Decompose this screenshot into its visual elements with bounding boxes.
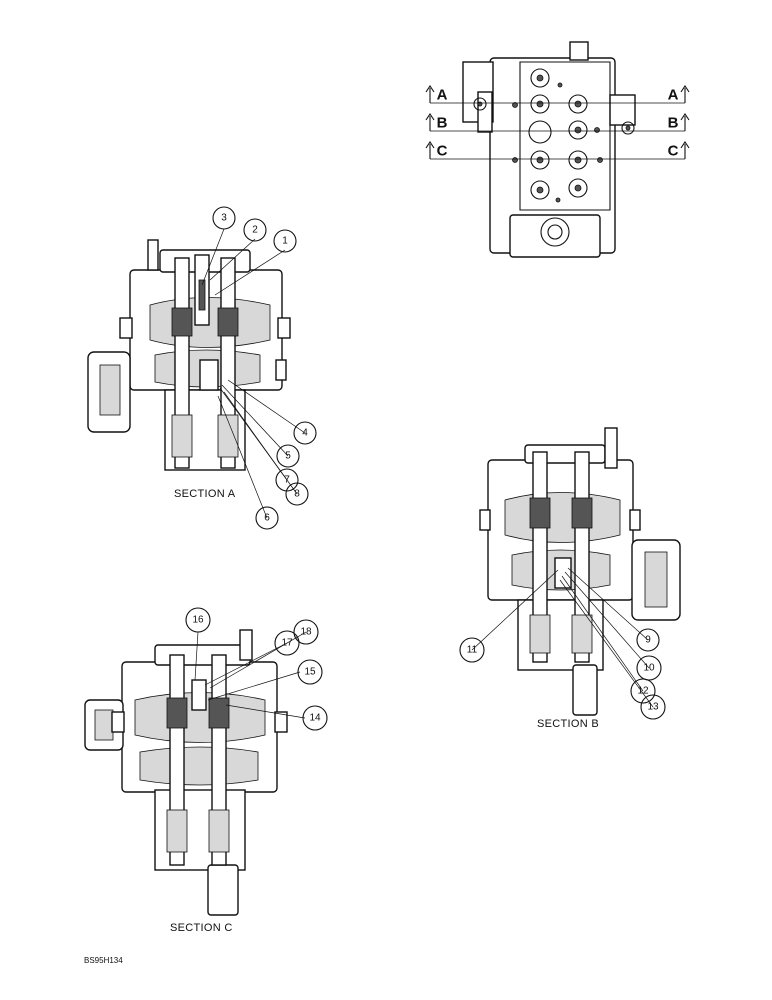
callout-4: 4 bbox=[293, 421, 317, 445]
svg-text:10: 10 bbox=[643, 663, 655, 674]
svg-text:12: 12 bbox=[637, 686, 649, 697]
callout-18: 18 bbox=[293, 619, 319, 645]
svg-text:3: 3 bbox=[221, 213, 227, 224]
section-b-leaders bbox=[471, 567, 654, 708]
section-a-springs bbox=[171, 307, 239, 458]
section-b-springs bbox=[529, 497, 593, 654]
callout-7: 7 bbox=[275, 468, 299, 492]
svg-text:7: 7 bbox=[284, 475, 290, 486]
section-a-caption: SECTION A bbox=[174, 488, 236, 500]
svg-text:16: 16 bbox=[192, 615, 204, 626]
control-valve-top-view: A B C A B C bbox=[425, 41, 690, 258]
svg-text:18: 18 bbox=[300, 627, 312, 638]
cut-label-left-b: B bbox=[437, 115, 448, 132]
section-a-callouts: 3 2 1 4 5 7 8 6 bbox=[212, 206, 317, 530]
section-a-drawing bbox=[87, 228, 306, 519]
svg-text:11: 11 bbox=[467, 645, 478, 656]
svg-text:5: 5 bbox=[285, 451, 291, 462]
svg-text:15: 15 bbox=[304, 667, 316, 678]
callout-8: 8 bbox=[285, 482, 309, 506]
callout-15: 15 bbox=[297, 659, 323, 685]
svg-text:13: 13 bbox=[647, 702, 659, 713]
callout-12: 12 bbox=[630, 678, 656, 704]
svg-text:8: 8 bbox=[294, 489, 300, 500]
cut-label-left-a: A bbox=[437, 87, 448, 104]
section-c-callouts: 16 17 18 15 14 bbox=[185, 607, 328, 731]
figure-reference: BS95H134 bbox=[84, 956, 123, 965]
svg-text:14: 14 bbox=[309, 713, 321, 724]
svg-text:4: 4 bbox=[302, 428, 308, 439]
spool-ports bbox=[473, 68, 635, 203]
cut-label-right-b: B bbox=[668, 115, 679, 132]
svg-text:6: 6 bbox=[264, 513, 270, 524]
cut-label-left-c: C bbox=[437, 143, 448, 160]
section-c-caption: SECTION C bbox=[170, 922, 233, 934]
callout-17: 17 bbox=[274, 630, 300, 656]
svg-text:9: 9 bbox=[645, 635, 651, 646]
callout-16: 16 bbox=[185, 607, 211, 633]
svg-text:17: 17 bbox=[281, 638, 293, 649]
callout-10: 10 bbox=[636, 655, 662, 681]
section-b-drawing bbox=[471, 427, 681, 716]
callout-13: 13 bbox=[640, 694, 666, 720]
callout-14: 14 bbox=[302, 705, 328, 731]
section-c-drawing bbox=[84, 629, 307, 916]
section-b-callouts: 11 9 10 12 13 bbox=[459, 628, 666, 720]
callout-2: 2 bbox=[243, 218, 267, 242]
svg-text:1: 1 bbox=[282, 236, 288, 247]
callout-1: 1 bbox=[273, 229, 297, 253]
section-c-springs bbox=[166, 697, 230, 853]
section-b-caption: SECTION B bbox=[537, 718, 599, 730]
callout-6: 6 bbox=[255, 506, 279, 530]
callout-11: 11 bbox=[459, 637, 485, 663]
section-cut-lines bbox=[425, 85, 690, 160]
section-a-leaders bbox=[201, 228, 306, 519]
callout-5: 5 bbox=[276, 444, 300, 468]
svg-text:2: 2 bbox=[252, 225, 258, 236]
cut-label-right-a: A bbox=[668, 87, 679, 104]
cut-label-right-c: C bbox=[668, 143, 679, 160]
callout-3: 3 bbox=[212, 206, 236, 230]
callout-9: 9 bbox=[636, 628, 660, 652]
section-c-leaders bbox=[194, 631, 307, 719]
